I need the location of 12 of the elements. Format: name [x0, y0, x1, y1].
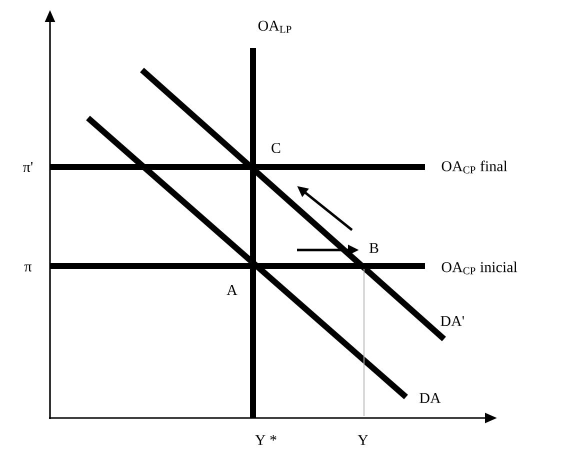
curve-label: DA — [420, 393, 441, 403]
point-label: A — [226, 285, 238, 295]
curve-label: DA' — [440, 316, 464, 326]
axis-label: π' — [23, 162, 33, 172]
axis-label: π — [24, 264, 32, 272]
axis-label: Y * — [255, 435, 276, 445]
curve-label: OA$_{CP}$ final — [442, 160, 508, 174]
curve-label: OA$_{CP}$ inicial — [442, 262, 518, 274]
point-label: C — [272, 142, 280, 154]
curve-label: OA$_{LP}$ — [258, 20, 292, 33]
axis-label: Y — [358, 435, 368, 445]
point-label: B — [369, 243, 378, 253]
